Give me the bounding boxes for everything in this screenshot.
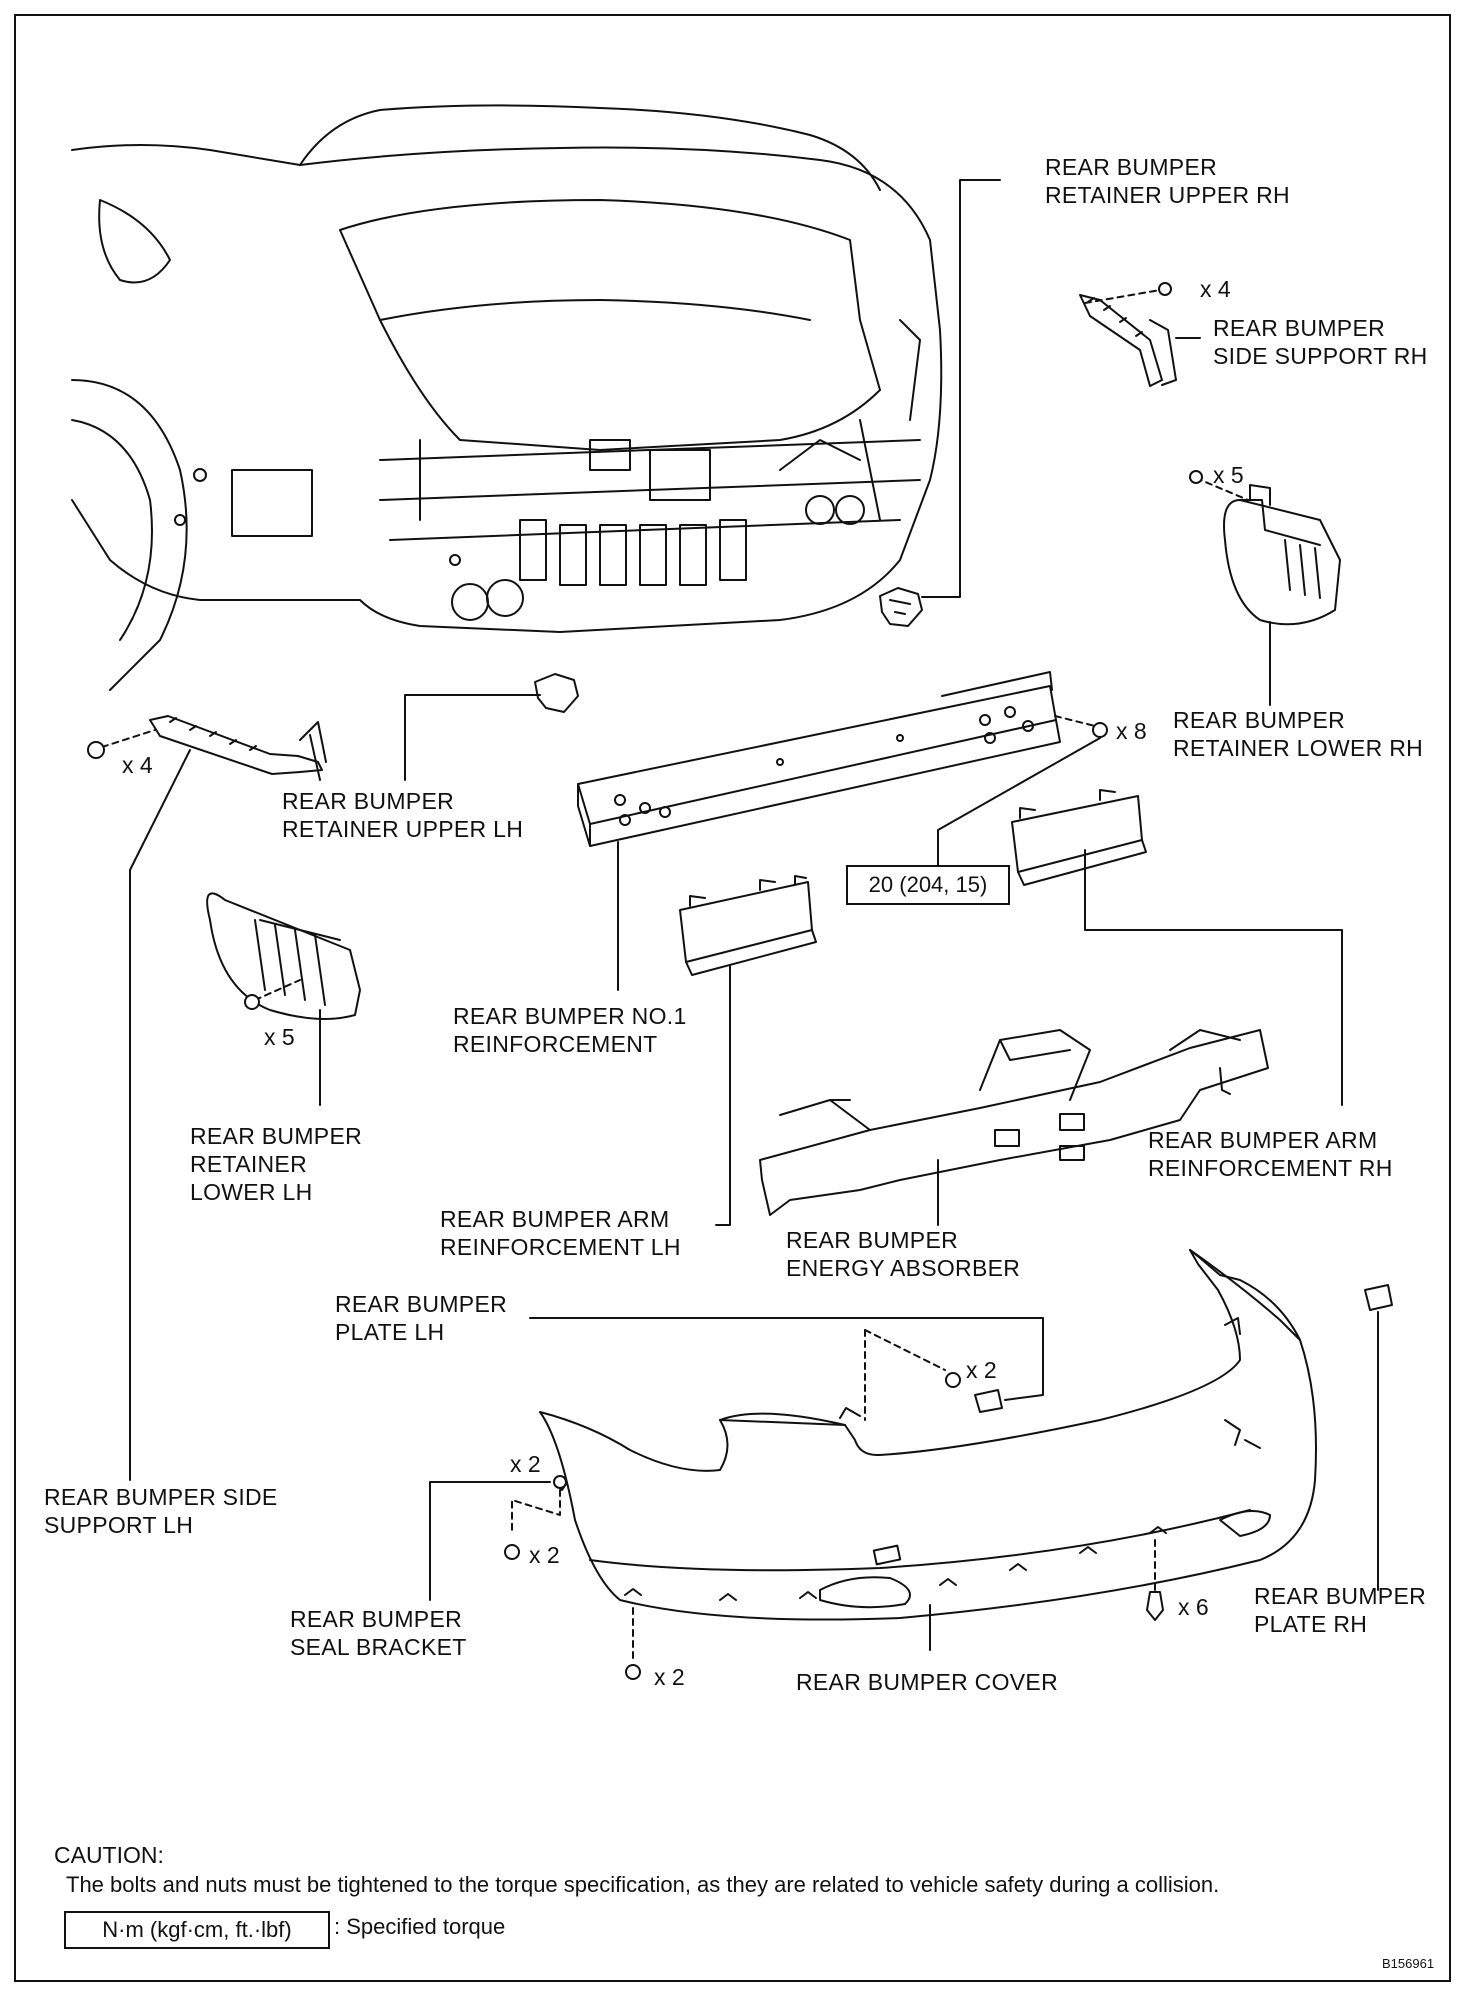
- bolt-icon: [87, 741, 105, 759]
- bolt-line-retainer-lower-lh: [254, 979, 301, 1001]
- label-no1-reinforcement: REAR BUMPER NO.1 REINFORCEMENT: [453, 1003, 687, 1057]
- bolt-icon: [1158, 282, 1172, 296]
- qty-seal-bracket-lower: x 2: [529, 1542, 560, 1568]
- label-energy-absorber: REAR BUMPER ENERGY ABSORBER: [786, 1227, 1021, 1281]
- leader-arm-reinforcement-lh: [715, 964, 731, 1226]
- label-retainer-upper-lh: REAR BUMPER RETAINER UPPER LH: [282, 788, 524, 842]
- bolt-icon: [504, 1544, 520, 1560]
- leader-retainer-upper-lh: [404, 694, 541, 781]
- label-retainer-upper-rh: REAR BUMPER RETAINER UPPER RH: [1045, 154, 1290, 208]
- plate-rh-part: [1364, 1284, 1393, 1311]
- arm-reinforcement-lh-part: [679, 875, 817, 976]
- torque-value-box: 20 (204, 15): [846, 865, 1010, 905]
- retainer-upper-lh-part: [534, 673, 579, 713]
- clip-icon: [1146, 1591, 1164, 1621]
- qty-retainer-lower-lh: x 5: [264, 1024, 295, 1050]
- label-retainer-lower-lh: REAR BUMPER RETAINER LOWER LH: [190, 1123, 362, 1205]
- caution-title: CAUTION:: [54, 1842, 164, 1868]
- qty-reinforcement-bolts: x 8: [1116, 718, 1147, 744]
- leader-retainer-upper-rh: [921, 179, 1001, 598]
- bolt-icon: [244, 994, 260, 1010]
- caution-text: The bolts and nuts must be tightened to …: [66, 1872, 1220, 1897]
- energy-absorber-part: [759, 1029, 1269, 1216]
- bolt-line-reinforcement: [1054, 715, 1096, 727]
- qty-cover-bottom-right: x 6: [1178, 1594, 1209, 1620]
- bolt-icon: [1092, 722, 1108, 738]
- leader-torque: [937, 737, 1101, 866]
- bolt-icon: [553, 1475, 567, 1489]
- side-support-lh-part: [149, 715, 327, 781]
- bumper-cover-part: [539, 1249, 1317, 1621]
- label-plate-lh: REAR BUMPER PLATE LH: [335, 1291, 507, 1345]
- document-id: B156961: [1382, 1956, 1435, 1971]
- retainer-lower-lh-part: [206, 892, 361, 1020]
- leader-plate-lh: [529, 1317, 1044, 1401]
- qty-plate-lh: x 2: [966, 1357, 997, 1383]
- qty-side-support-lh: x 4: [122, 752, 153, 778]
- bolt-line-side-support-lh: [101, 729, 156, 748]
- qty-side-support-rh: x 4: [1200, 276, 1231, 302]
- retainer-upper-rh-part: [879, 587, 923, 627]
- qty-retainer-lower-rh: x 5: [1213, 462, 1244, 488]
- vehicle-body-illustration: [71, 104, 943, 691]
- label-arm-reinforcement-rh: REAR BUMPER ARM REINFORCEMENT RH: [1148, 1127, 1393, 1181]
- label-bumper-cover: REAR BUMPER COVER: [796, 1669, 1058, 1695]
- diagram-frame: [14, 14, 1451, 1982]
- label-arm-reinforcement-lh: REAR BUMPER ARM REINFORCEMENT LH: [440, 1206, 681, 1260]
- bolt-line-retainer-lower-rh: [1195, 477, 1249, 501]
- side-support-rh-part: [1079, 294, 1177, 387]
- no1-reinforcement-part: [577, 671, 1061, 847]
- legend-torque-unit: N·m (kgf·cm, ft.·lbf): [64, 1911, 330, 1949]
- label-plate-rh: REAR BUMPER PLATE RH: [1254, 1583, 1426, 1637]
- bolt-line-side-support-rh: [1084, 289, 1161, 304]
- bolt-icon: [625, 1664, 641, 1680]
- qty-cover-bottom-left: x 2: [654, 1664, 685, 1690]
- leader-side-support-lh: [129, 749, 191, 1481]
- label-retainer-lower-rh: REAR BUMPER RETAINER LOWER RH: [1173, 707, 1424, 761]
- qty-seal-bracket-upper: x 2: [510, 1451, 541, 1477]
- label-side-support-rh: REAR BUMPER SIDE SUPPORT RH: [1213, 315, 1428, 369]
- leader-arm-reinforcement-rh: [1084, 849, 1343, 1106]
- label-side-support-lh: REAR BUMPER SIDE SUPPORT LH: [44, 1484, 278, 1538]
- arm-reinforcement-rh-part: [1011, 789, 1147, 886]
- bolt-icon: [1189, 470, 1203, 484]
- legend-description: : Specified torque: [334, 1914, 506, 1939]
- plate-lh-part: [974, 1389, 1003, 1413]
- bolt-icon: [945, 1372, 961, 1388]
- retainer-lower-rh-part: [1223, 484, 1341, 626]
- label-seal-bracket: REAR BUMPER SEAL BRACKET: [290, 1606, 467, 1660]
- leader-seal-bracket: [429, 1481, 551, 1601]
